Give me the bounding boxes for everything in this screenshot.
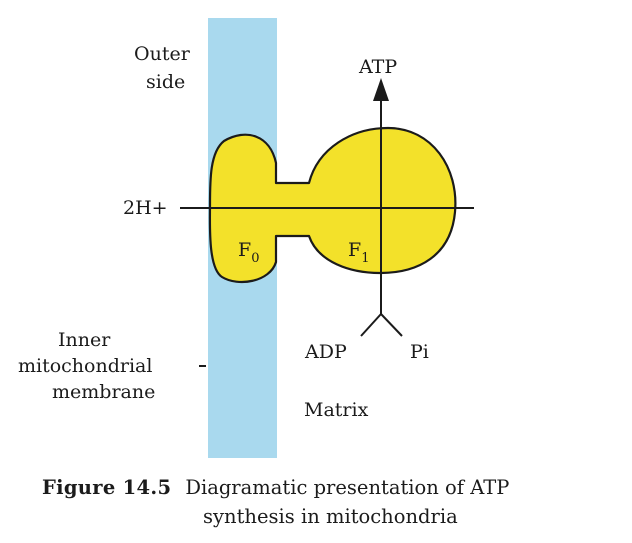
atp-synthase-complex bbox=[208, 126, 457, 284]
figure-number: Figure 14.5 bbox=[42, 476, 172, 499]
outer-side-label-line2: side bbox=[146, 71, 185, 93]
inner-membrane-label-line2: mitochondrial bbox=[18, 355, 152, 377]
caption-line-1: Figure 14.5 Diagramatic presentation of A… bbox=[42, 476, 509, 499]
caption-text-line1: Diagramatic presentation of ATP bbox=[185, 476, 510, 499]
pi-branch bbox=[380, 313, 403, 337]
caption-text-line2: synthesis in mitochondria bbox=[203, 505, 458, 528]
f0-letter: F bbox=[238, 239, 251, 261]
f1-label: F1 bbox=[348, 239, 369, 266]
atp-synthesis-diagram: Outer side ATP 2H+ F0 F1 Inner mitochond… bbox=[18, 18, 474, 458]
pi-label: Pi bbox=[410, 341, 429, 363]
atp-arrowhead bbox=[373, 78, 389, 101]
f0-subscript: 0 bbox=[251, 251, 259, 266]
f0-label: F0 bbox=[238, 239, 259, 266]
inner-membrane-label-line3: membrane bbox=[52, 381, 155, 403]
matrix-label: Matrix bbox=[304, 399, 369, 421]
adp-label: ADP bbox=[304, 341, 347, 363]
outer-side-label-line1: Outer bbox=[134, 43, 191, 65]
caption-line-2: synthesis in mitochondria bbox=[203, 505, 458, 528]
atp-label: ATP bbox=[358, 56, 397, 78]
f1-letter: F bbox=[348, 239, 361, 261]
proton-label: 2H+ bbox=[123, 197, 168, 219]
adp-branch bbox=[360, 313, 382, 337]
inner-membrane-label-line1: Inner bbox=[58, 329, 111, 351]
f1-subscript: 1 bbox=[361, 251, 369, 266]
